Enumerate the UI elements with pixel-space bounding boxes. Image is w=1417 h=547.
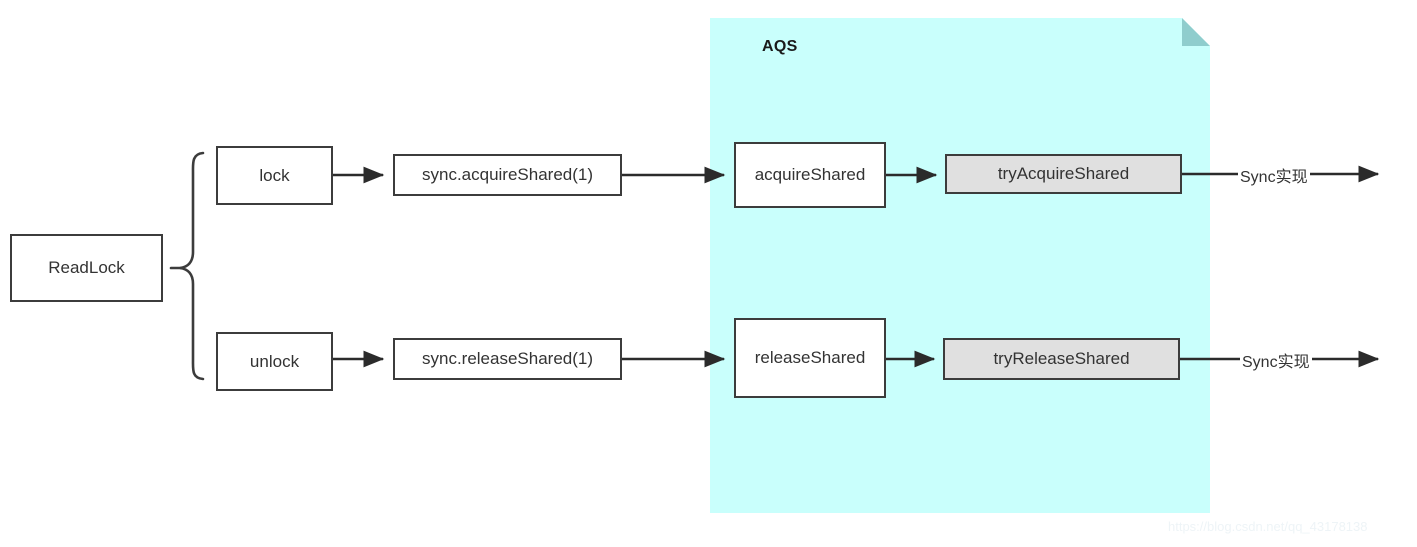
edge-label-sync-impl-bottom: Sync实现 <box>1240 348 1312 372</box>
node-acquire-shared[interactable]: acquireShared <box>734 142 886 208</box>
node-try-acquire-shared[interactable]: tryAcquireShared <box>945 154 1182 194</box>
readlock-brace-icon <box>169 151 205 381</box>
node-sync-acquire-shared[interactable]: sync.acquireShared(1) <box>393 154 622 196</box>
edge-label-sync-impl-top: Sync实现 <box>1238 163 1310 187</box>
node-lock[interactable]: lock <box>216 146 333 205</box>
aqs-panel <box>710 18 1210 513</box>
watermark: https://blog.csdn.net/qq_43178138 <box>1168 519 1368 534</box>
node-release-shared[interactable]: releaseShared <box>734 318 886 398</box>
node-unlock[interactable]: unlock <box>216 332 333 391</box>
node-sync-release-shared[interactable]: sync.releaseShared(1) <box>393 338 622 380</box>
aqs-panel-folded-corner-icon <box>1182 18 1210 46</box>
node-readlock[interactable]: ReadLock <box>10 234 163 302</box>
aqs-panel-label: AQS <box>762 38 798 55</box>
node-try-release-shared[interactable]: tryReleaseShared <box>943 338 1180 380</box>
